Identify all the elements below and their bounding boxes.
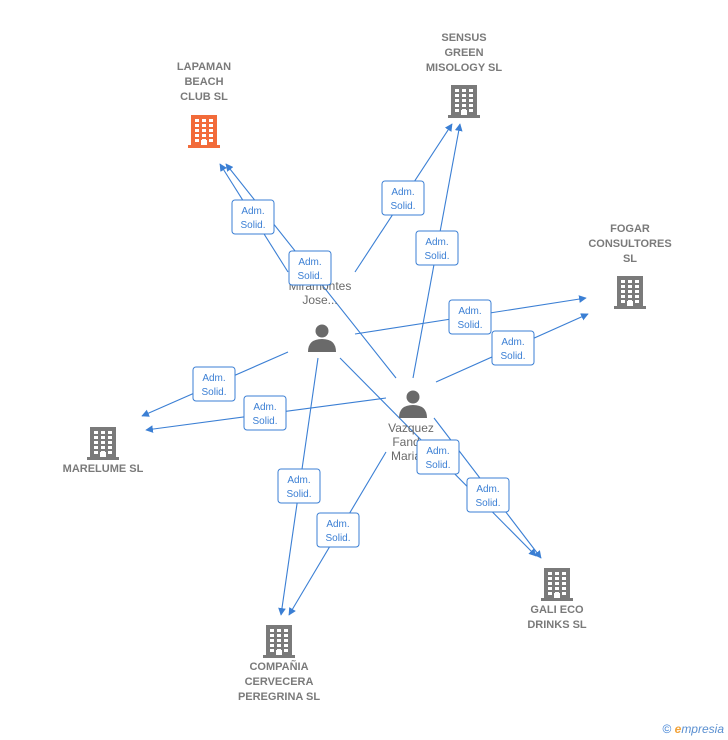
role-badge-text: Solid. [475,498,500,509]
role-badge-text: Adm. [501,337,524,348]
company-label: BEACH [184,76,223,88]
role-badge-text: Adm. [298,257,321,268]
company-label: GREEN [444,47,483,59]
role-badge-text: Adm. [426,446,449,457]
company-label: MISOLOGY SL [426,62,502,74]
role-badge-p2-lapaman[interactable]: Adm. Solid. [288,250,332,286]
role-badge-p2-marelume[interactable]: Adm. Solid. [243,395,287,431]
role-badge-text: Adm. [253,402,276,413]
company-label: MARELUME SL [63,463,144,475]
company-node-lapaman[interactable]: LAPAMAN BEACH CLUB SL [177,61,231,148]
building-icon[interactable] [188,115,220,148]
brand-footer[interactable]: © empresia [662,722,724,736]
role-badge-text: Solid. [240,220,265,231]
role-badge-text: Adm. [425,237,448,248]
company-label: CONSULTORES [588,238,671,250]
role-badge-p1-marelume[interactable]: Adm. Solid. [192,366,236,402]
nodes-layer: LAPAMAN BEACH CLUB SL SENSUS GREEN MISOLOGY S… [63,32,672,703]
person-icon[interactable] [399,390,427,419]
company-node-fogar[interactable]: FOGAR CONSULTORES SL [588,223,672,309]
building-icon[interactable] [614,276,646,309]
role-badge-text: Adm. [391,187,414,198]
role-badge-text: Solid. [201,387,226,398]
role-badge-text: Solid. [286,489,311,500]
role-badge-text: Solid. [390,201,415,212]
company-label: COMPAÑIA [249,660,308,673]
role-badge-p2-cervecera[interactable]: Adm. Solid. [316,512,360,548]
role-badge-text: Adm. [287,475,310,486]
company-label: CLUB SL [180,91,228,103]
role-badge-p2-fogar[interactable]: Adm. Solid. [491,330,535,366]
role-badge-text: Adm. [241,206,264,217]
building-icon[interactable] [87,427,119,460]
role-badge-text: Solid. [500,351,525,362]
person-label: Vazquez [388,421,434,435]
person-icon[interactable] [308,324,336,353]
company-label: SL [623,253,637,265]
role-badge-p2-galieco[interactable]: Adm. Solid. [466,477,510,513]
role-badge-p1-lapaman[interactable]: Adm. Solid. [231,199,275,235]
company-node-galieco[interactable]: GALI ECO DRINKS SL [527,568,587,631]
role-badge-p1-cervecera[interactable]: Adm. Solid. [277,468,321,504]
role-badge-p1-sensus[interactable]: Adm. Solid. [381,180,425,216]
building-icon[interactable] [263,625,295,658]
company-label: CERVECERA [245,676,314,688]
company-label: FOGAR [610,223,650,235]
company-label: DRINKS SL [527,619,587,631]
role-badge-text: Adm. [476,484,499,495]
role-badge-text: Adm. [458,306,481,317]
building-icon[interactable] [448,85,480,118]
copyright-symbol: © [662,722,672,736]
role-badge-text: Adm. [202,373,225,384]
company-label: SENSUS [441,32,486,44]
company-label: GALI ECO [530,604,584,616]
role-badge-text: Solid. [325,533,350,544]
role-badge-text: Solid. [297,271,322,282]
building-icon[interactable] [541,568,573,601]
company-label: LAPAMAN [177,61,231,73]
brand-logo-text: mpresia [681,722,724,736]
badges-layer: Adm. Solid. Adm. Solid. Adm. Solid. Adm. Solid.… [192,180,535,548]
company-node-cervecera[interactable]: COMPAÑIA CERVECERA PEREGRINA SL [238,625,320,703]
company-label: PEREGRINA SL [238,691,320,703]
role-badge-p1-fogar[interactable]: Adm. Solid. [448,299,492,335]
role-badge-text: Solid. [425,460,450,471]
role-badge-text: Solid. [252,416,277,427]
role-badge-text: Adm. [326,519,349,530]
role-badge-p2-sensus[interactable]: Adm. Solid. [415,230,459,266]
brand-logo-initial: e [674,722,682,736]
role-badge-p1-galieco[interactable]: Adm. Solid. [416,439,460,475]
role-badge-text: Solid. [424,251,449,262]
company-node-sensus[interactable]: SENSUS GREEN MISOLOGY SL [426,32,502,118]
role-badge-text: Solid. [457,320,482,331]
person-label: Jose... [302,293,337,307]
company-node-marelume[interactable]: MARELUME SL [63,427,144,475]
